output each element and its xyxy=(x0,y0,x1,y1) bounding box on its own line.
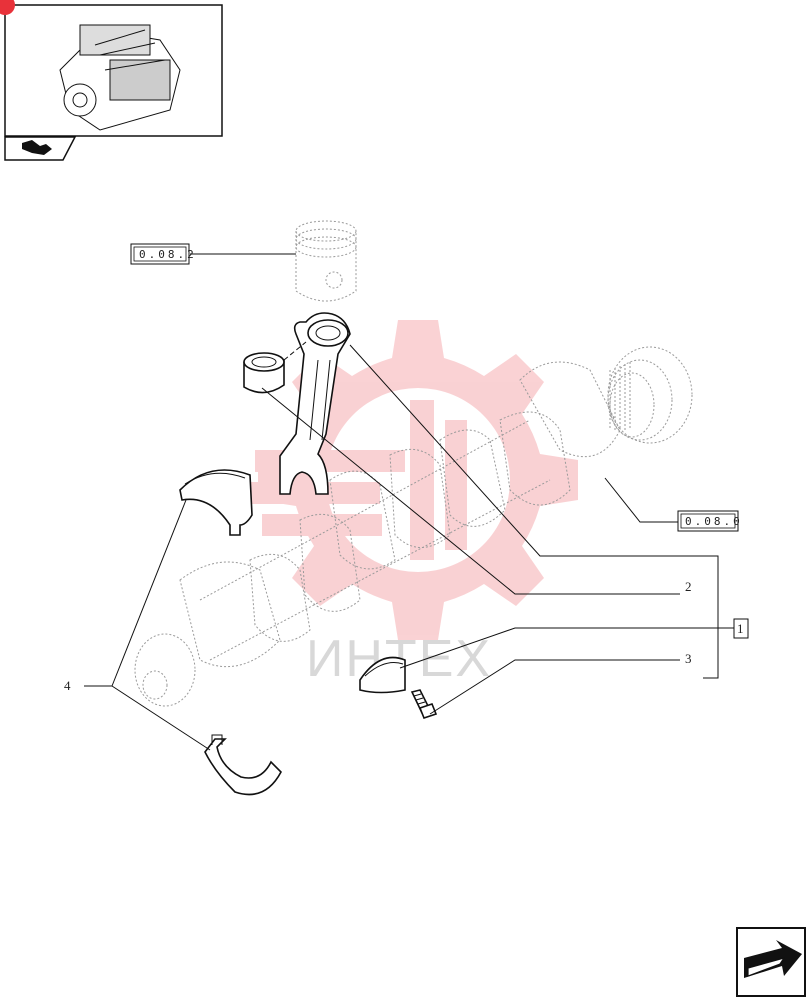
corner-marker xyxy=(0,0,15,15)
engine-thumbnail[interactable] xyxy=(4,4,223,137)
callout-1-label: 1 xyxy=(737,621,744,636)
crankshaft-reference-label: 0.08.0 xyxy=(685,515,743,528)
piston-reference-box[interactable]: 0.08.2 xyxy=(130,243,197,265)
callout-1[interactable]: 1 xyxy=(733,618,749,639)
piston-ghost xyxy=(295,220,357,302)
engine-thumbnail-icon xyxy=(59,24,181,131)
main-bearing-shell-lower[interactable] xyxy=(204,734,282,796)
crankshaft-ghost xyxy=(134,346,693,707)
connecting-rod[interactable] xyxy=(279,312,351,495)
section-tab-icon xyxy=(22,140,52,155)
main-bearing-shell-upper[interactable] xyxy=(179,469,253,536)
leader-lines xyxy=(84,253,735,751)
piston-reference-label: 0.08.2 xyxy=(139,248,197,261)
rod-bolt[interactable] xyxy=(410,689,438,719)
callout-4-label[interactable]: 4 xyxy=(64,678,71,693)
watermark-logo xyxy=(250,320,578,640)
small-end-bushing[interactable] xyxy=(243,341,307,394)
callout-2-label[interactable]: 2 xyxy=(685,579,692,594)
next-page-arrow-icon xyxy=(744,940,802,978)
rod-bearing-shell[interactable] xyxy=(359,656,406,694)
callout-3-label[interactable]: 3 xyxy=(685,651,692,666)
next-page-button[interactable] xyxy=(736,927,806,997)
crankshaft-reference-box[interactable]: 0.08.0 xyxy=(677,510,743,532)
section-tab[interactable] xyxy=(4,136,77,161)
